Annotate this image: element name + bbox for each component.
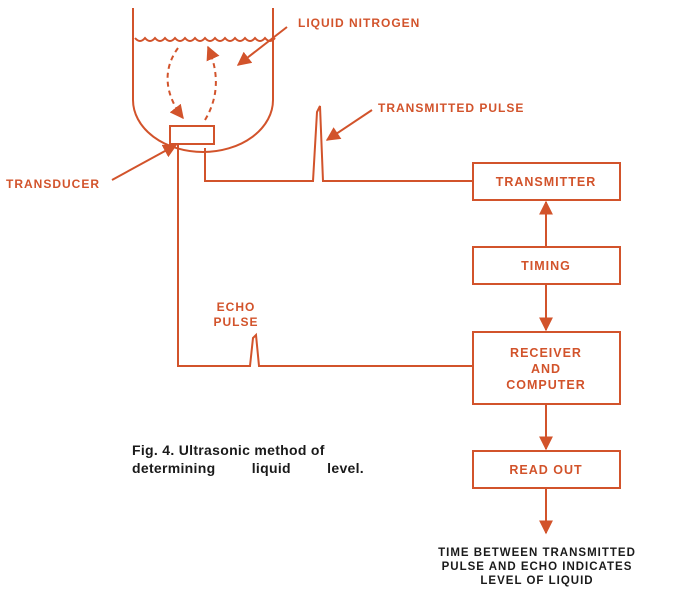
sound-path-up-arrow — [204, 45, 220, 121]
timing-label: TIMING — [521, 259, 571, 273]
liquid-surface — [134, 36, 276, 42]
readout-label: READ OUT — [509, 463, 582, 477]
liquid-leader-arrow — [236, 26, 288, 66]
transmitted-pulse-leader-arrow — [325, 109, 373, 141]
receiver-label-line1: RECEIVER — [510, 346, 582, 360]
echo-pulse-label-line2: PULSE — [213, 315, 258, 329]
liquid-nitrogen-label: LIQUID NITROGEN — [298, 16, 420, 30]
output-note-line-1: TIME BETWEEN TRANSMITTED — [438, 547, 636, 559]
receiver-label-line2: AND — [531, 362, 561, 376]
dewar-flask — [132, 8, 274, 153]
output-note-line-2: PULSE AND ECHO INDICATES — [441, 561, 633, 573]
figure-caption: Fig. 4. Ultrasonic method of determining… — [132, 441, 364, 477]
transmit-line — [204, 105, 473, 182]
caption-line-2: determining liquid level. — [132, 460, 364, 476]
echo-pulse-label-line1: ECHO — [217, 300, 256, 314]
caption-line-1: Fig. 4. Ultrasonic method of — [132, 442, 325, 458]
transducer-label: TRANSDUCER — [6, 177, 100, 191]
output-note: TIME BETWEEN TRANSMITTED PULSE AND ECHO … — [392, 546, 673, 588]
transducer — [169, 125, 215, 145]
receiver-label-line3: COMPUTER — [506, 378, 586, 392]
transmitted-pulse-label: TRANSMITTED PULSE — [378, 101, 524, 115]
transducer-leader-arrow — [111, 144, 178, 181]
transmitter-block — [472, 162, 621, 201]
sound-path-down-arrow — [166, 47, 184, 120]
transmitter-label: TRANSMITTER — [496, 175, 597, 189]
echo-line — [177, 144, 473, 367]
output-note-line-3: LEVEL OF LIQUID — [480, 575, 594, 587]
